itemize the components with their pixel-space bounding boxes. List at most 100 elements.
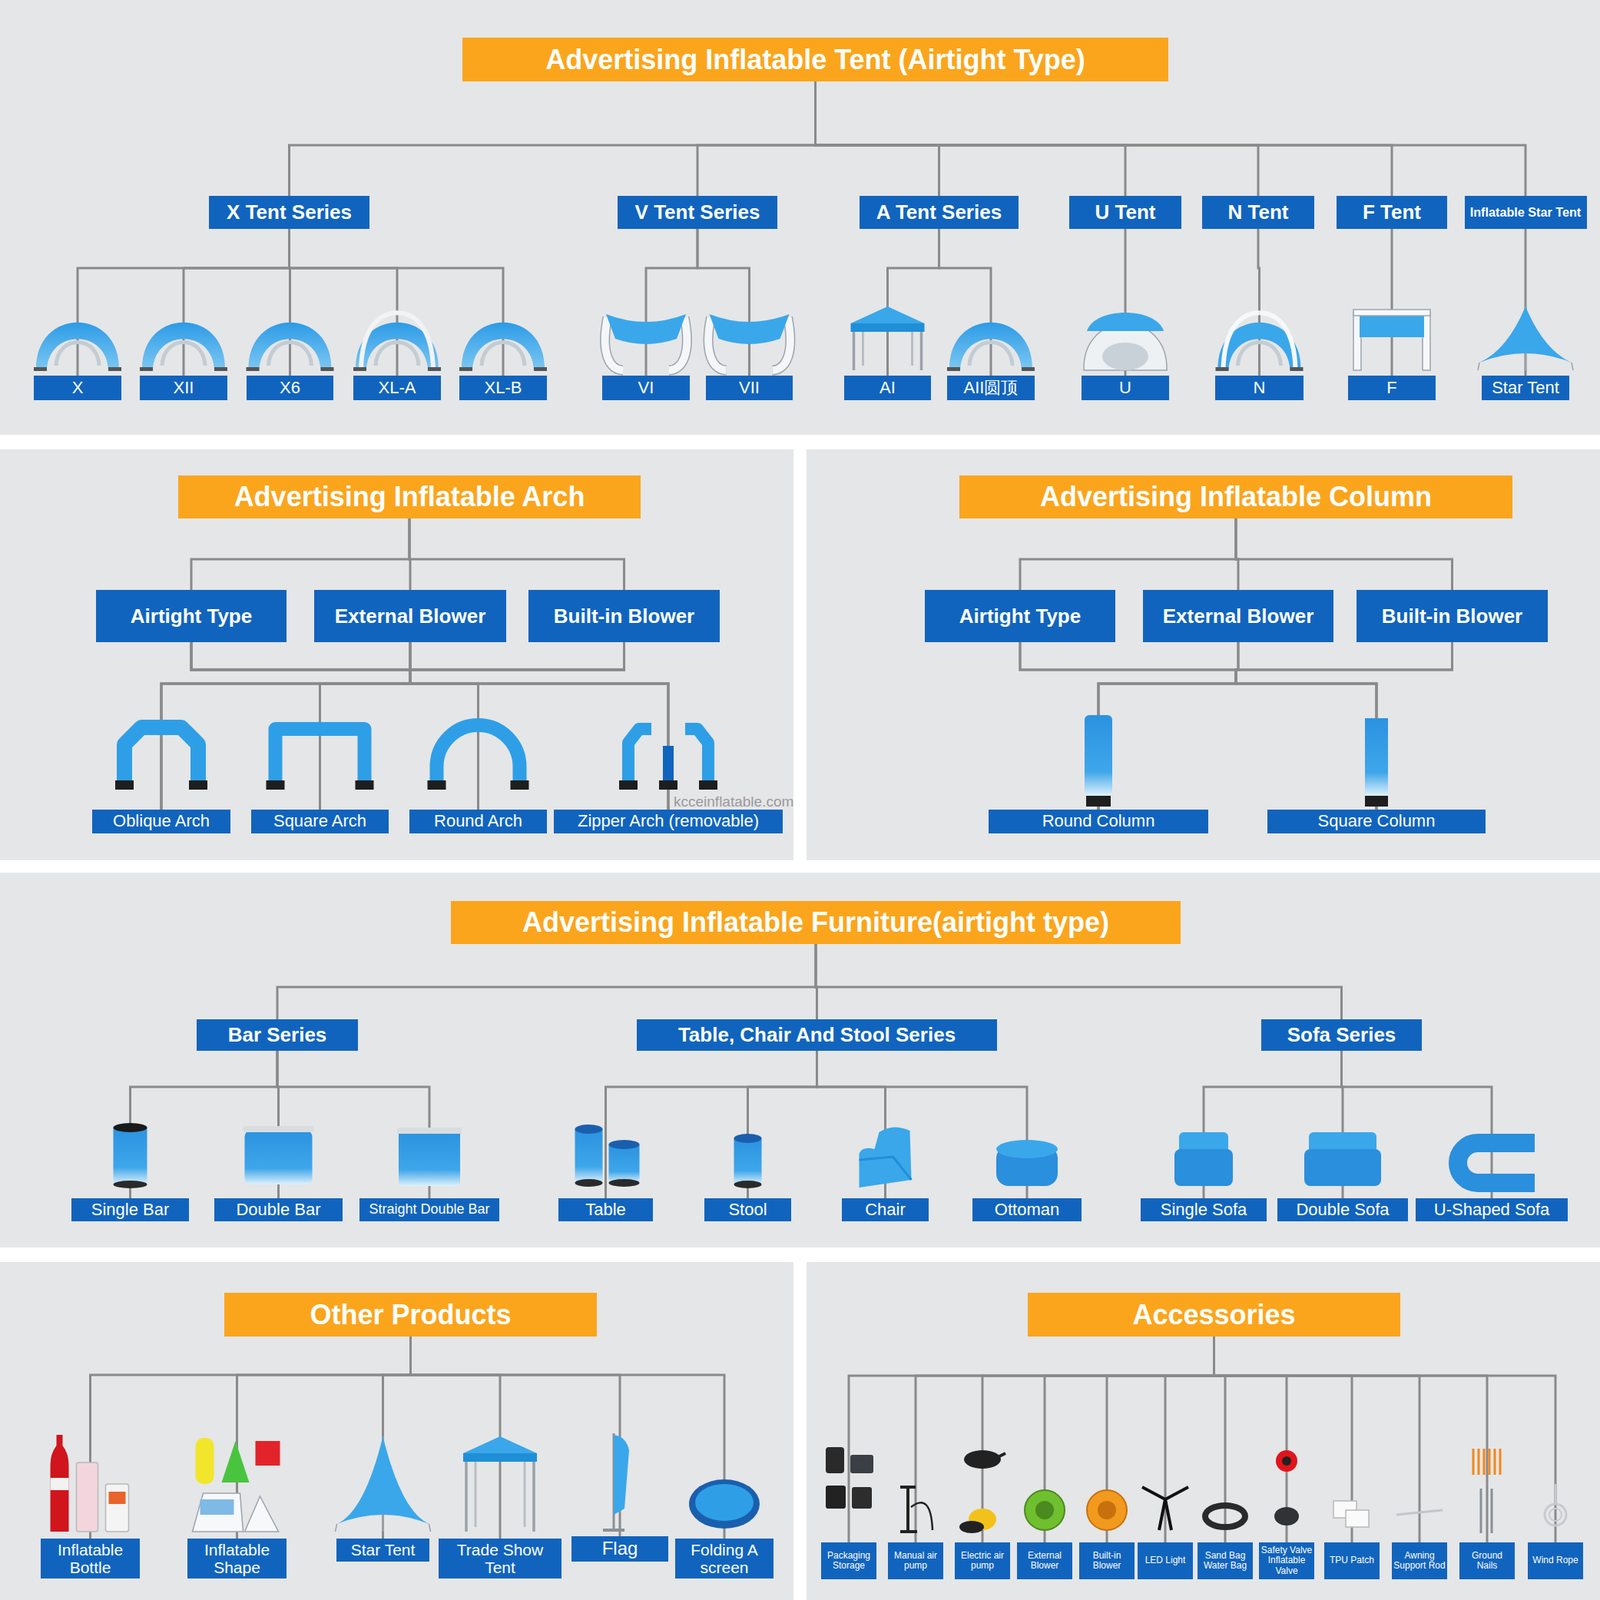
node-text: External Blower xyxy=(334,605,487,628)
node-text: Double Sofa xyxy=(1295,1200,1389,1220)
node-text: Double Bar xyxy=(235,1200,321,1220)
illustration-shape xyxy=(113,1122,148,1133)
illustration-shape xyxy=(1571,362,1574,371)
tree-connector xyxy=(1235,642,1453,810)
node-text: Table, Chair And Stool Series xyxy=(678,1023,956,1047)
illustration-shape xyxy=(243,1126,315,1133)
illustration-shape xyxy=(851,323,925,332)
product-illustration xyxy=(139,322,228,372)
illustration-shape xyxy=(355,780,375,790)
tree-connector xyxy=(697,81,816,196)
accessory-label: LED Light xyxy=(1137,1542,1193,1580)
illustration-shape xyxy=(1480,1488,1483,1534)
illustration-shape xyxy=(162,341,206,366)
product-illustration xyxy=(266,728,375,790)
product-label: Folding A screen xyxy=(675,1538,774,1579)
type-box: Built-in Blower xyxy=(528,589,720,643)
illustration-shape xyxy=(1274,1507,1299,1526)
illustration-shape xyxy=(221,1440,250,1483)
illustration-shape xyxy=(825,1447,845,1474)
tree-connector xyxy=(815,81,1393,196)
illustration-shape xyxy=(1086,1490,1127,1531)
illustration-shape xyxy=(275,728,365,782)
node-text: Airtight Type xyxy=(130,605,252,628)
product-illustration xyxy=(1353,309,1431,371)
product-label: Trade Show Tent xyxy=(438,1538,562,1579)
category-header: Other Products xyxy=(224,1292,597,1337)
illustration-shape xyxy=(397,1127,462,1134)
node-text: F xyxy=(1386,378,1397,398)
product-label: Chair xyxy=(841,1198,929,1222)
illustration-shape xyxy=(335,1523,338,1532)
tree-connector xyxy=(410,642,669,810)
series-box: U Tent xyxy=(1069,195,1182,229)
illustration-shape xyxy=(1457,1142,1535,1183)
product-label: Flag xyxy=(571,1536,669,1562)
product-illustration xyxy=(1477,306,1574,371)
node-text: F Tent xyxy=(1362,201,1422,224)
product-illustration xyxy=(1024,1490,1065,1531)
product-illustration xyxy=(959,1450,1006,1534)
illustration-shape xyxy=(1554,1484,1557,1504)
accessory-label: Sand Bag Water Bag xyxy=(1197,1542,1253,1580)
illustration-shape xyxy=(1477,1448,1481,1475)
tree-connector xyxy=(939,228,992,376)
product-illustration xyxy=(708,314,791,371)
illustration-shape xyxy=(900,1485,916,1489)
accessory-label: TPU Patch xyxy=(1324,1542,1380,1580)
product-illustration xyxy=(1215,312,1304,372)
illustration-shape xyxy=(685,728,709,782)
node-text: Airtight Type xyxy=(959,605,1081,628)
product-label: X6 xyxy=(246,375,334,401)
illustration-shape xyxy=(852,331,856,371)
product-illustration xyxy=(1084,715,1113,807)
tree-connector xyxy=(982,1336,1215,1543)
node-text: AI xyxy=(879,378,896,398)
illustration-shape xyxy=(266,780,285,790)
illustration-shape xyxy=(459,367,473,372)
product-label: Single Sofa xyxy=(1140,1198,1267,1222)
illustration-shape xyxy=(619,780,638,790)
illustration-shape xyxy=(115,780,134,790)
illustration-shape xyxy=(523,1456,527,1528)
node-text: N Tent xyxy=(1228,201,1289,224)
node-text: Accessories xyxy=(1132,1299,1296,1331)
tree-connector xyxy=(606,1050,818,1199)
illustration-shape xyxy=(1477,362,1480,371)
node-text: Advertising Inflatable Arch xyxy=(234,481,586,513)
illustration-shape xyxy=(1549,1508,1562,1521)
product-label: F xyxy=(1348,375,1436,401)
type-box: External Blower xyxy=(314,589,507,643)
product-illustration xyxy=(1457,1142,1535,1183)
node-text: Built-in Blower xyxy=(1080,1550,1133,1571)
series-box: Inflatable Star Tent xyxy=(1464,195,1587,229)
node-text: Advertising Inflatable Furniture(airtigh… xyxy=(522,907,1110,938)
node-text: U xyxy=(1119,378,1132,398)
illustration-shape xyxy=(397,312,434,371)
node-text: VI xyxy=(638,378,655,398)
illustration-shape xyxy=(698,780,718,790)
node-text: Safety Valve Inflatable Valve xyxy=(1260,1545,1313,1577)
node-text: Inflatable Shape xyxy=(190,1540,284,1577)
illustration-shape xyxy=(825,1485,846,1509)
illustration-shape xyxy=(1259,312,1296,371)
product-label: Double Sofa xyxy=(1277,1198,1408,1222)
illustration-shape xyxy=(1238,341,1282,366)
product-label: Oblique Arch xyxy=(92,809,231,834)
illustration-shape xyxy=(533,367,547,372)
illustration-shape xyxy=(1086,795,1111,807)
product-illustration xyxy=(243,1126,315,1185)
product-label: Zipper Arch (removable) xyxy=(553,809,783,834)
product-illustration xyxy=(1083,312,1167,371)
illustration-shape xyxy=(613,1434,630,1515)
illustration-shape xyxy=(996,1453,1006,1458)
accessory-label: External Blower xyxy=(1016,1542,1073,1580)
illustration-shape xyxy=(1142,1487,1189,1500)
node-text: XL-A xyxy=(378,378,417,398)
product-illustration xyxy=(397,1127,462,1186)
product-illustration xyxy=(734,1133,762,1189)
tree-connector xyxy=(815,944,1342,1020)
node-text: Other Products xyxy=(309,1299,511,1331)
